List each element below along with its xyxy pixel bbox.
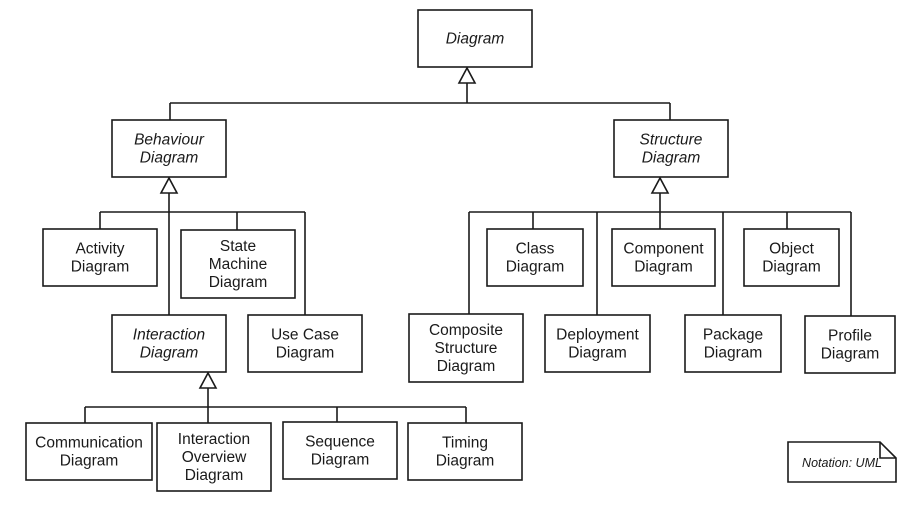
node-label: Interaction: [133, 327, 205, 344]
node-label: Machine: [209, 256, 268, 273]
inheritance-arrow-icon: [198, 371, 218, 389]
node-label: Class: [516, 241, 555, 258]
node-box: [111, 119, 227, 178]
node-diagram[interactable]: Diagram: [417, 9, 533, 68]
node-label: Structure: [435, 340, 498, 357]
node-label: Diagram: [762, 259, 821, 276]
node-label: Diagram: [71, 259, 130, 276]
inheritance-arrow-icon: [457, 66, 477, 84]
node-label: Diagram: [568, 345, 627, 362]
node-box: [282, 421, 398, 480]
node-label: Diagram: [311, 452, 370, 469]
node-label: Diagram: [506, 259, 565, 276]
node-label: Diagram: [140, 345, 199, 362]
node-label: Use Case: [271, 327, 339, 344]
node-box: [611, 228, 716, 287]
node-label: Composite: [429, 322, 503, 339]
node-label: Profile: [828, 328, 872, 345]
node-label: Diagram: [446, 31, 505, 48]
node-label: Component: [623, 241, 704, 258]
node-box: [42, 228, 158, 287]
node-box: [613, 119, 729, 178]
node-box: [417, 9, 533, 68]
node-label: Communication: [35, 435, 143, 452]
node-label: Diagram: [276, 345, 335, 362]
node-box: [684, 314, 782, 373]
node-box: [804, 315, 896, 374]
node-label: Diagram: [634, 259, 693, 276]
node-label: Package: [703, 327, 763, 344]
node-box: [25, 422, 153, 481]
node-box: [544, 314, 651, 373]
node-box: [407, 422, 523, 481]
node-label: Diagram: [140, 150, 199, 167]
diagram-nodes: DiagramBehaviourDiagramStructureDiagramA…: [25, 9, 896, 492]
node-label: Diagram: [437, 358, 496, 375]
inheritance-arrow-icon: [159, 176, 179, 194]
inheritance-arrow-icon: [650, 176, 670, 194]
generalization-edges: [84, 66, 852, 423]
node-label: Deployment: [556, 327, 639, 344]
node-box: [180, 229, 296, 299]
node-label: Timing: [442, 435, 488, 452]
node-label: Activity: [75, 241, 124, 258]
notation-label: Notation: UML: [802, 456, 882, 470]
node-box: [156, 422, 272, 492]
node-label: Diagram: [209, 274, 268, 291]
note-outline: [787, 441, 897, 483]
node-label: Diagram: [60, 453, 119, 470]
node-box: [408, 313, 524, 383]
node-label: Diagram: [821, 346, 880, 363]
node-label: State: [220, 238, 256, 255]
node-label: Diagram: [185, 467, 244, 484]
node-box: [111, 314, 227, 373]
node-label: Behaviour: [134, 132, 205, 149]
node-label: Interaction: [178, 431, 250, 448]
notation-note: Notation: UML: [787, 441, 897, 483]
node-label: Object: [769, 241, 814, 258]
node-box: [247, 314, 363, 373]
node-box: [486, 228, 584, 287]
note-folded-corner: [879, 442, 896, 459]
node-label: Diagram: [642, 150, 701, 167]
node-label: Sequence: [305, 434, 375, 451]
node-label: Diagram: [704, 345, 763, 362]
node-label: Diagram: [436, 453, 495, 470]
node-label: Structure: [640, 132, 703, 149]
node-label: Overview: [182, 449, 247, 466]
node-box: [743, 228, 840, 287]
